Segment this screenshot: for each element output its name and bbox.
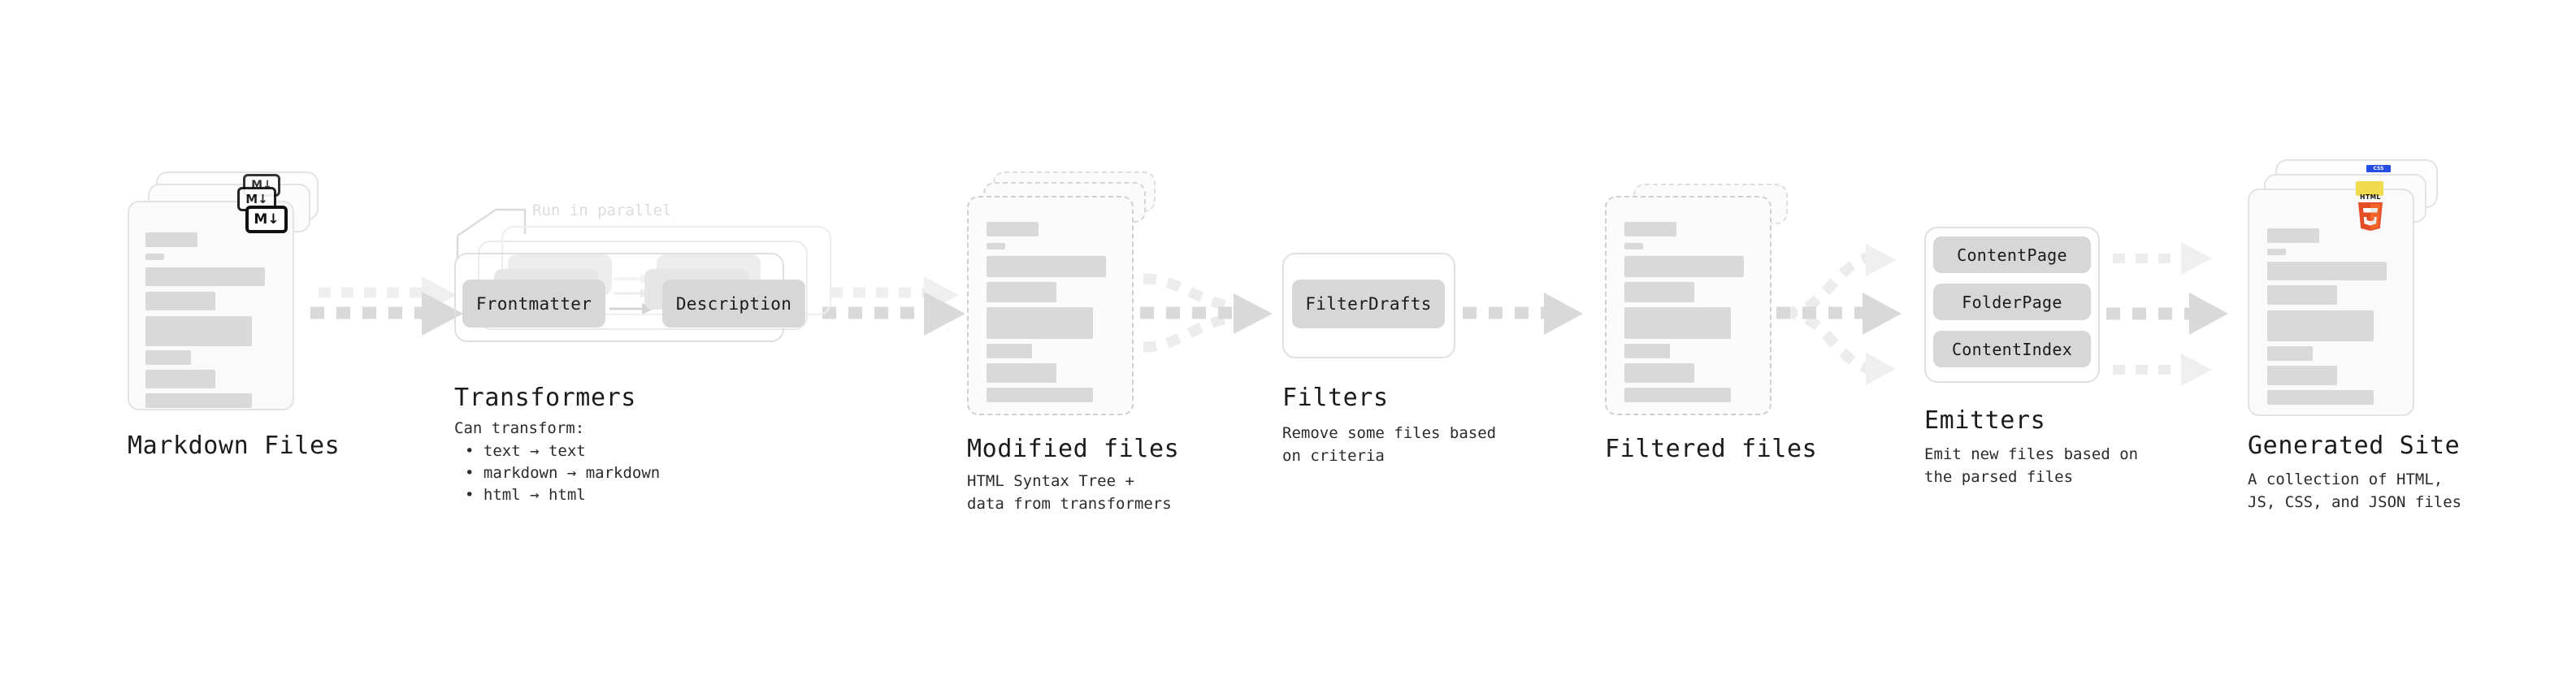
arrow-markdown-to-transformers	[310, 276, 463, 336]
skeleton-line	[2267, 249, 2286, 255]
transformer-chip-frontmatter[interactable]: Frontmatter	[462, 280, 605, 327]
emitters-subtitle: Emit new files based on the parsed files	[1924, 445, 2139, 486]
arrow-emitters-to-generated	[2106, 242, 2228, 386]
skeleton-line	[2267, 262, 2387, 280]
stage-title-generated: Generated Site	[2248, 432, 2461, 460]
arrow-filters-to-filtered	[1463, 293, 1583, 335]
filters-chip-filterdrafts[interactable]: FilterDrafts	[1292, 280, 1445, 328]
skeleton-line	[1624, 363, 1694, 383]
skeleton-line	[145, 350, 191, 365]
skeleton-line	[1624, 307, 1731, 339]
emitters-chip-contentpage[interactable]: ContentPage	[1933, 236, 2091, 273]
skeleton-line	[145, 393, 252, 408]
generated-card-front	[2248, 189, 2414, 416]
js-icon	[2356, 181, 2383, 196]
filters-group-box	[1282, 253, 1455, 358]
modified-subtitle: HTML Syntax Tree + data from transformer…	[967, 472, 1172, 513]
skeleton-line	[2267, 310, 2374, 341]
skeleton-line	[1624, 222, 1676, 236]
stage-title-markdown: Markdown Files	[128, 432, 340, 460]
stage-title-transformers: Transformers	[454, 384, 636, 412]
skeleton-line	[1624, 388, 1731, 402]
markdown-card-front	[128, 201, 294, 410]
skeleton-line	[145, 316, 252, 346]
skeleton-line	[2267, 390, 2374, 405]
skeleton-line	[145, 267, 265, 286]
modified-card-front	[967, 196, 1134, 415]
skeleton-line	[987, 243, 1005, 249]
transformers-bullet-0: • text → text	[465, 442, 586, 460]
skeleton-line	[987, 256, 1106, 277]
stage-title-filters: Filters	[1282, 384, 1389, 412]
skeleton-line	[1624, 344, 1670, 358]
skeleton-line	[987, 363, 1056, 383]
arrow-modified-to-filters	[1140, 273, 1273, 353]
emitters-chip-folderpage[interactable]: FolderPage	[1933, 284, 2091, 320]
filtered-card-front	[1605, 196, 1772, 415]
transformer-chip-description[interactable]: Description	[662, 280, 805, 327]
skeleton-line	[1624, 256, 1744, 277]
stage-title-filtered: Filtered files	[1605, 435, 1818, 463]
skeleton-line	[145, 232, 197, 247]
transformers-subtitle: Can transform:	[454, 419, 585, 437]
filters-subtitle: Remove some files based on criteria	[1282, 424, 1497, 465]
transformers-bullet-1: • markdown → markdown	[465, 464, 661, 482]
skeleton-line	[987, 222, 1039, 236]
skeleton-line	[987, 282, 1056, 302]
skeleton-line	[145, 254, 164, 260]
skeleton-line	[2267, 346, 2313, 361]
skeleton-line	[2267, 285, 2337, 305]
skeleton-line	[145, 370, 215, 388]
run-in-parallel-label: Run in parallel	[532, 202, 672, 219]
html5-icon: HTML	[2358, 193, 2383, 231]
skeleton-line	[2267, 228, 2319, 243]
arrow-filtered-to-emitters	[1776, 244, 1902, 385]
svg-text:HTML: HTML	[2360, 193, 2381, 201]
emitters-group-box	[1924, 227, 2100, 383]
arrow-transformers-to-modified	[822, 276, 965, 336]
emitters-chip-contentindex[interactable]: ContentIndex	[1933, 331, 2091, 367]
skeleton-line	[1624, 243, 1643, 249]
skeleton-line	[987, 344, 1032, 358]
transformers-bullet-2: • html → html	[465, 486, 586, 504]
generated-subtitle: A collection of HTML, JS, CSS, and JSON …	[2248, 471, 2462, 511]
skeleton-line	[2267, 366, 2337, 385]
skeleton-line	[145, 292, 215, 310]
skeleton-line	[987, 388, 1093, 402]
stage-title-emitters: Emitters	[1924, 406, 2046, 435]
skeleton-line	[987, 307, 1093, 339]
skeleton-line	[1624, 282, 1694, 302]
markdown-icon: M↓	[245, 206, 288, 233]
stage-title-modified: Modified files	[967, 435, 1180, 463]
css-icon: CSS	[2366, 165, 2391, 172]
